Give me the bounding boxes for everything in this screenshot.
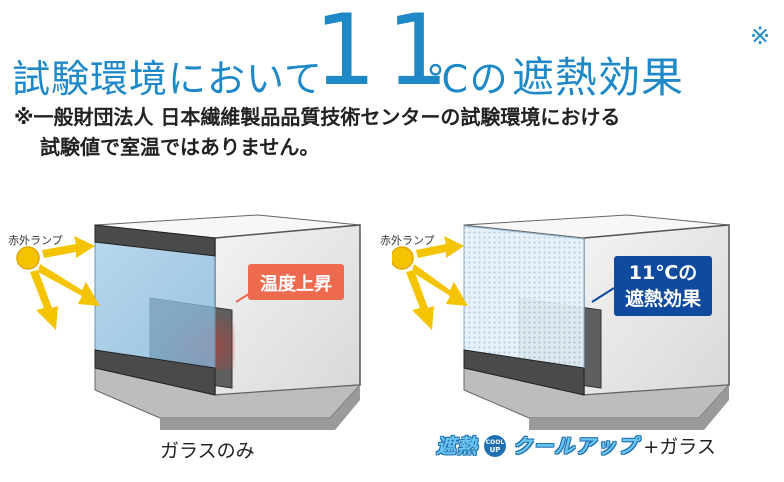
ray-arrows-icon	[30, 236, 100, 330]
right-caption-suffix: +ガラス	[643, 436, 716, 458]
right-lamp-label: 赤外ランプ	[380, 234, 435, 247]
footnote-line1: ※一般財団法人 日本繊維製品品質技術センターの試験環境における	[14, 105, 621, 129]
right-ray-arrows-icon	[406, 236, 468, 330]
right-callout-line1: 11℃の	[628, 262, 698, 284]
headline-prefix: 試験環境において	[12, 57, 323, 101]
badge-bottom-text: UP	[490, 446, 501, 454]
right-callout-connector	[591, 287, 615, 303]
product-name-part2: クールアップ	[512, 434, 639, 458]
right-lamp-sun-icon	[392, 246, 414, 270]
cool-up-badge-icon: COOL UP	[484, 435, 507, 457]
left-callout-text: 温度上昇	[260, 274, 332, 295]
lamp-sun-icon	[16, 246, 40, 270]
footnote: ※一般財団法人 日本繊維製品品質技術センターの試験環境における 試験値で室温では…	[14, 102, 620, 162]
right-callout-box	[614, 256, 712, 316]
right-scene	[392, 214, 731, 430]
callout-box	[248, 264, 344, 300]
product-name-part1: 遮熱	[436, 434, 478, 458]
headline-unit: ℃の	[426, 57, 509, 101]
left-scene	[16, 214, 362, 430]
right-callout-text: 11℃の 遮熱効果	[614, 260, 712, 312]
headline-mark: ※	[750, 22, 771, 50]
left-box	[94, 214, 362, 430]
left-caption: ガラスのみ	[160, 440, 255, 462]
headline: 試験環境において 11 ℃の 遮熱効果 ※	[12, 0, 782, 108]
right-box	[463, 214, 731, 430]
footnote-line2: 試験値で室温ではありません。	[40, 135, 320, 159]
headline-number: 11	[314, 0, 459, 108]
badge-top-text: COOL	[486, 439, 505, 446]
headline-suffix: 遮熱効果	[512, 53, 685, 102]
right-caption: 遮熱 COOL UP クールアップ +ガラス	[436, 430, 716, 459]
right-callout-line2: 遮熱効果	[624, 288, 701, 310]
left-lamp-label: 赤外ランプ	[8, 234, 63, 247]
